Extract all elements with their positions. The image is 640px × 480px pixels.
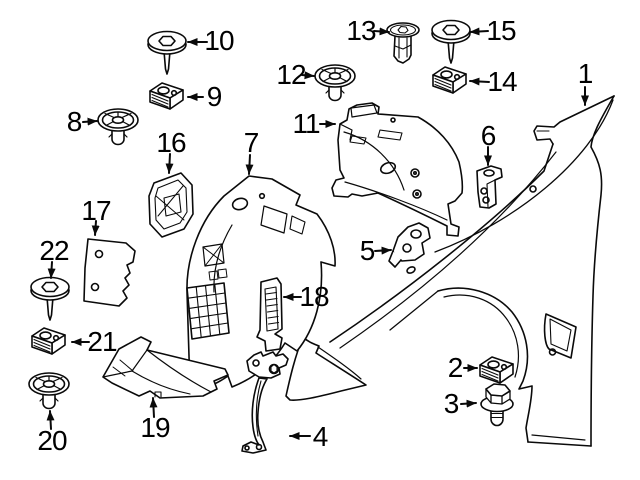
- callout-label-16: 16: [156, 127, 186, 158]
- part-9-cage-nut: [149, 82, 184, 110]
- callout-label-2: 2: [447, 352, 464, 383]
- callout-label-15: 15: [486, 15, 516, 46]
- callout-label-11: 11: [292, 108, 320, 139]
- part-14-cage-nut: [432, 66, 467, 94]
- part-21-cage-nut: [31, 327, 66, 355]
- callout-label-1: 1: [577, 58, 594, 89]
- part-15-screw-rivet: [431, 19, 471, 64]
- callout-label-19: 19: [140, 412, 170, 443]
- callout-label-21: 21: [87, 326, 117, 357]
- part-8-round-clip: [97, 108, 139, 146]
- part-19-underbody-shield: [102, 336, 229, 399]
- part-1-fender: [285, 95, 615, 447]
- part-17-plate: [83, 238, 136, 307]
- callout-label-8: 8: [66, 106, 83, 137]
- callout-label-6: 6: [480, 120, 497, 151]
- part-2-cage-nut: [479, 356, 514, 384]
- callout-label-22: 22: [39, 235, 69, 266]
- part-12-round-clip: [314, 64, 356, 102]
- callout-label-7: 7: [243, 127, 260, 158]
- part-18-bracket-strip: [256, 277, 283, 352]
- part-6-bracket: [476, 165, 503, 209]
- part-11-wheel-arch-liner: [331, 102, 464, 237]
- part-3-bolt: [480, 383, 514, 427]
- callout-label-20: 20: [37, 425, 67, 456]
- part-16-bracket: [148, 172, 194, 238]
- part-4-support-bracket: [241, 351, 289, 454]
- callout-label-17: 17: [81, 195, 111, 226]
- part-13-expansion-rivet: [386, 22, 420, 64]
- callout-label-4: 4: [312, 421, 329, 452]
- callout-label-9: 9: [206, 81, 223, 112]
- callout-label-13: 13: [346, 15, 376, 46]
- callout-label-3: 3: [443, 388, 460, 419]
- part-22-screw-rivet: [30, 276, 70, 321]
- part-20-round-clip: [28, 372, 70, 410]
- callout-label-10: 10: [204, 25, 234, 56]
- part-5-bracket: [388, 222, 431, 268]
- callout-label-12: 12: [276, 59, 306, 90]
- callout-arrows: [46, 27, 589, 440]
- part-10-screw-rivet: [147, 30, 187, 75]
- callout-label-14: 14: [487, 66, 517, 97]
- callout-label-18: 18: [299, 281, 329, 312]
- callout-label-5: 5: [359, 235, 376, 266]
